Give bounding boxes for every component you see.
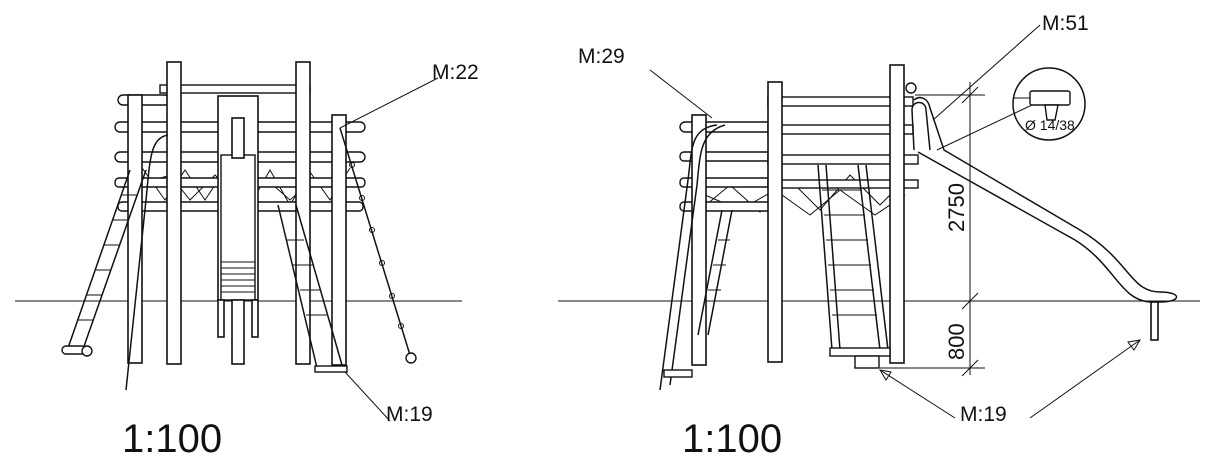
fire-pole-left bbox=[125, 134, 169, 391]
knotted-rope-left bbox=[339, 127, 417, 364]
dimension-2750: 2750 bbox=[944, 183, 969, 232]
rail-top-left bbox=[117, 94, 171, 106]
slide-side-right bbox=[911, 96, 1178, 341]
right-side-view bbox=[558, 24, 1200, 419]
leader-m29 bbox=[649, 69, 713, 119]
label-m19-right: M:19 bbox=[960, 403, 1007, 426]
leader-m19-right bbox=[879, 369, 956, 419]
ladder-right-small bbox=[663, 209, 733, 378]
left-front-view bbox=[15, 61, 462, 422]
fire-pole-right bbox=[659, 124, 718, 391]
rope-ladder-left bbox=[277, 204, 348, 373]
drill-diameter: Ø 14/38 bbox=[1025, 117, 1075, 133]
post-left-1 bbox=[127, 94, 143, 364]
label-m22: M:22 bbox=[432, 61, 479, 84]
leader-m22 bbox=[339, 77, 439, 129]
ladder-left bbox=[61, 169, 147, 357]
ladder-right-main bbox=[817, 164, 891, 369]
leader-m19-left bbox=[344, 371, 391, 422]
dimension-line bbox=[880, 82, 985, 377]
drill-icon bbox=[1012, 67, 1086, 141]
climbing-net-right bbox=[699, 174, 906, 213]
post-right-1 bbox=[691, 114, 707, 366]
leader-m51 bbox=[932, 24, 1041, 121]
scale-left: 1:100 bbox=[122, 417, 222, 461]
scale-right: 1:100 bbox=[682, 417, 782, 461]
label-m51: M:51 bbox=[1042, 12, 1089, 35]
dimension-800: 800 bbox=[944, 323, 969, 360]
label-m19-left: M:19 bbox=[386, 403, 433, 426]
label-m29: M:29 bbox=[578, 45, 625, 68]
